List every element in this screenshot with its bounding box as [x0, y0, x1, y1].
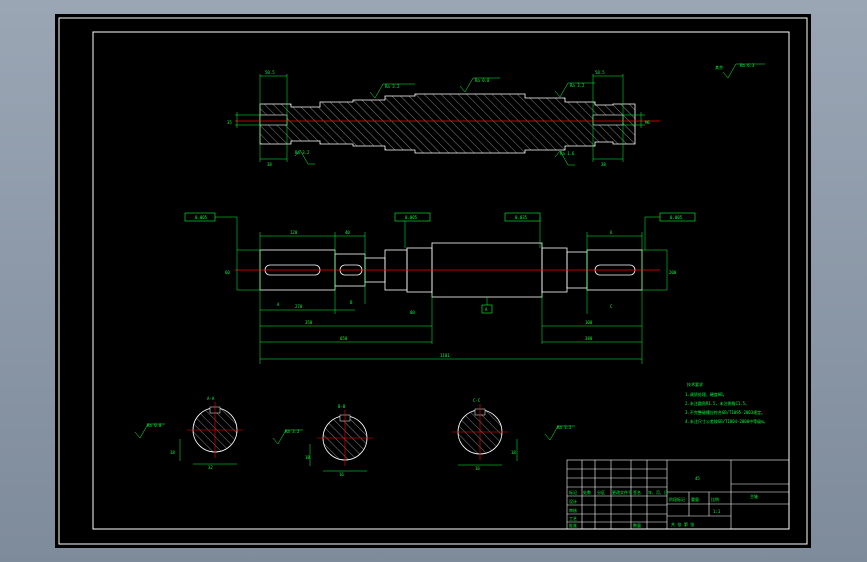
dim-text: 270: [295, 304, 303, 309]
tb-role: 设计: [569, 498, 577, 504]
scale-label: 比例: [711, 496, 719, 502]
tolerance-value: 0.005: [670, 215, 683, 220]
keyway-left: [259, 114, 288, 126]
technical-notes: 技术要求 1.调质处理，硬度HB。 2.未注圆角R1.5，未注倒角C1.5。 3…: [685, 381, 768, 424]
tb-label: 处数: [583, 489, 591, 495]
cad-viewport[interactable]: 50.5 50.5 38 38 35 M6 Ra 3.2 Ra 0.8 Ra 3…: [55, 14, 811, 548]
tb-role: 工艺: [569, 516, 577, 521]
dim-text: M6: [645, 120, 650, 125]
section-roughness: Ra 0.8: [147, 423, 162, 428]
section-mark: C: [610, 304, 613, 309]
section-a: A-A Ra 0.8 32 18: [134, 396, 243, 470]
material-text: 45: [695, 476, 700, 481]
section-c: C-C Ra 3.2 16 18: [452, 398, 575, 471]
section-mark: A: [277, 302, 280, 307]
roughness-label: Ra 1.6: [560, 151, 575, 156]
note-item: 4.未注尺寸公差按GB/T1804-2000中等级m。: [685, 418, 768, 424]
section-label: C-C: [473, 398, 481, 403]
dim-text: 350: [305, 320, 313, 325]
part-name: 主轴: [750, 493, 758, 499]
section-roughness: Ra 3.2: [285, 429, 300, 434]
section-dim: 18: [511, 450, 516, 455]
section-views: A-A Ra 0.8 32 18 B-B Ra 3.2 16 18: [134, 396, 575, 477]
shaft-outline-top: [259, 93, 636, 154]
tb-qty: 数量: [633, 522, 641, 528]
dim-text: 6: [610, 230, 613, 235]
drawing-frame: [58, 17, 808, 545]
section-dim: 18: [170, 450, 175, 455]
notes-title: 技术要求: [687, 381, 703, 387]
weight-label: 重量: [691, 496, 699, 502]
dim-text: 380: [585, 336, 593, 341]
section-label: B-B: [338, 404, 346, 409]
roughness-corner-value: Ra 6.3: [740, 63, 755, 68]
front-view-shaft: 0.005 0.005 0.035 0.005 A 120 40 6 270 3…: [184, 212, 696, 364]
tolerance-value: 0.005: [405, 215, 418, 220]
dim-text: 650: [340, 336, 348, 341]
tb-label: 标记: [569, 489, 577, 495]
stage-label: 阶段标记: [669, 496, 685, 502]
dim-text: 80: [410, 310, 415, 315]
section-dim: 16: [339, 472, 344, 477]
tb-label: 分区: [597, 489, 605, 495]
sheet-text: 共 张 第 张: [671, 521, 694, 527]
dim-text: 38: [601, 162, 606, 167]
section-b: B-B Ra 3.2 16 18: [272, 404, 373, 477]
section-mark: B: [350, 300, 353, 305]
section-dim: 32: [208, 465, 213, 470]
datum-label: A: [485, 307, 488, 312]
roughness-label: Ra 0.8: [475, 78, 490, 83]
roughness-label: Ra 3.2: [385, 84, 400, 89]
tb-label: 更改文件号: [612, 489, 632, 495]
scale-value: 1:1: [713, 509, 721, 514]
dim-text: 40: [345, 230, 350, 235]
dim-text: 200: [669, 270, 677, 275]
top-view-shaft: 50.5 50.5 38 38 35 M6 Ra 3.2 Ra 0.8 Ra 3…: [227, 63, 765, 167]
section-label: A-A: [207, 396, 215, 401]
section-roughness: Ra 3.2: [557, 425, 572, 430]
dim-text: 60: [225, 270, 230, 275]
note-item: 3.不完整键槽应符合GB/T1095-2003规定。: [685, 409, 765, 415]
dim-text: 50.5: [595, 70, 605, 75]
keyway-right: [592, 114, 624, 126]
section-dim: 16: [475, 466, 480, 471]
tb-role: 审核: [569, 507, 577, 513]
dim-text: 1181: [440, 353, 450, 358]
roughness-label: Ra 3.2: [570, 83, 585, 88]
tb-label: 签名: [633, 489, 641, 495]
tb-label: 年、月、日: [648, 489, 668, 495]
dim-text: 120: [290, 230, 298, 235]
title-block: 45 主轴 阶段标记 重量 比例 1:1 共 张 第 张 标记 处数 分区 更改…: [566, 459, 790, 530]
tolerance-value: 0.005: [195, 215, 208, 220]
tolerance-value: 0.035: [515, 215, 528, 220]
tb-role: 批准: [569, 522, 577, 528]
roughness-label: Ra 3.2: [295, 150, 310, 155]
dim-text: 35: [227, 120, 232, 125]
section-dim: 18: [305, 455, 310, 460]
roughness-corner-label: 其余: [715, 64, 723, 70]
note-item: 2.未注圆角R1.5，未注倒角C1.5。: [685, 400, 749, 406]
dim-text: 50.5: [265, 70, 275, 75]
dim-text: 100: [585, 320, 593, 325]
dim-text: 38: [267, 162, 272, 167]
note-item: 1.调质处理，硬度HB。: [685, 391, 727, 397]
